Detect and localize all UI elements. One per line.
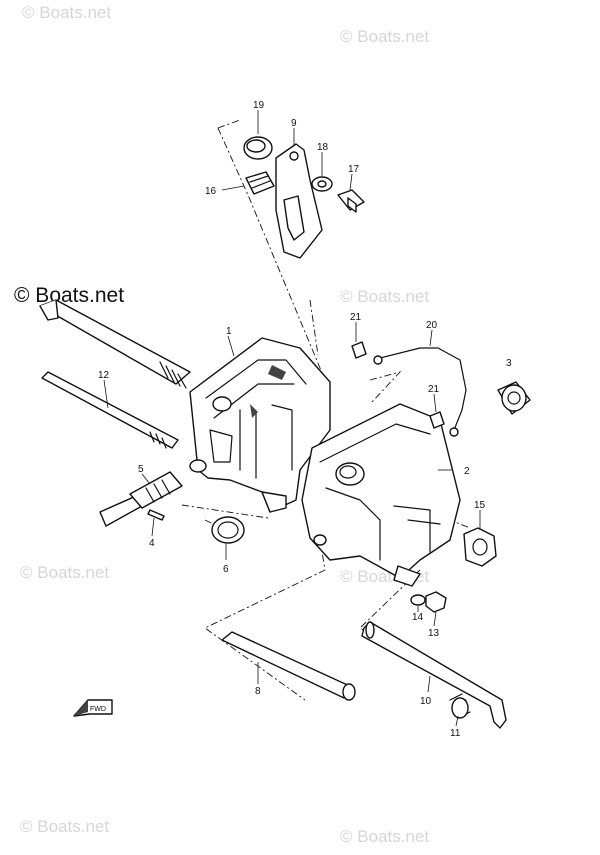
part-13-nut <box>425 591 447 613</box>
callout-12: 12 <box>98 370 110 381</box>
part-18-washer <box>311 176 333 192</box>
callout-6: 6 <box>223 564 229 575</box>
callout-9: 9 <box>291 118 297 129</box>
callout-16: 16 <box>205 186 217 197</box>
callout-21-lower: 21 <box>428 384 440 395</box>
callout-17: 17 <box>348 164 360 175</box>
part-16-rubber-block <box>245 171 275 195</box>
callout-labels: 19 9 18 17 16 21 20 1 3 12 21 2 5 15 4 6… <box>98 100 512 739</box>
callout-1: 1 <box>226 326 232 337</box>
part-5-stopper <box>99 459 207 527</box>
watermark-bottom-right: © Boats.net <box>340 827 429 846</box>
callout-20: 20 <box>426 320 438 331</box>
part-11-spring <box>449 693 471 719</box>
part-8-shaft <box>221 631 356 701</box>
callout-11: 11 <box>450 728 461 739</box>
watermark-dark: © Boats.net <box>14 284 124 307</box>
part-6-pad <box>211 516 245 544</box>
part-4-pin <box>147 509 165 521</box>
fwd-label: FWD <box>90 706 106 713</box>
callout-5: 5 <box>138 464 144 475</box>
callout-4: 4 <box>149 538 155 549</box>
callout-19: 19 <box>253 100 265 111</box>
callout-2: 2 <box>464 466 470 477</box>
callout-14: 14 <box>412 612 424 623</box>
part-12-rod <box>41 371 179 449</box>
watermark-top-left: © Boats.net <box>22 3 111 22</box>
part-15-nut <box>463 527 497 567</box>
part-10-rod <box>361 621 507 729</box>
part-7-spring-bolt <box>39 299 191 389</box>
part-3-bushing <box>497 381 531 415</box>
watermark-mid-right: © Boats.net <box>340 287 429 306</box>
callout-15: 15 <box>474 500 486 511</box>
callout-21-upper: 21 <box>350 312 362 323</box>
part-21-screw-lower <box>429 411 445 429</box>
watermark-top-right: © Boats.net <box>340 27 429 46</box>
callout-10: 10 <box>420 696 432 707</box>
part-19-cap <box>243 136 273 160</box>
part-21-screw-upper <box>351 341 367 359</box>
callout-8: 8 <box>255 686 261 697</box>
part-20-ground-cable <box>373 347 467 437</box>
callout-18: 18 <box>317 142 329 153</box>
part-14-washer <box>410 594 426 606</box>
part-17-bolt <box>337 189 365 213</box>
part-1-clamp-bracket-left <box>189 337 331 513</box>
callout-3: 3 <box>506 358 512 369</box>
callout-13: 13 <box>428 628 440 639</box>
part-9-lock-lever <box>275 143 323 259</box>
watermark-lower-left: © Boats.net <box>20 563 109 582</box>
part-2-clamp-bracket-right <box>301 403 461 587</box>
watermark-bottom-left: © Boats.net <box>20 817 109 836</box>
callout-leaders <box>103 110 481 727</box>
fwd-arrow-icon: FWD <box>73 699 113 717</box>
